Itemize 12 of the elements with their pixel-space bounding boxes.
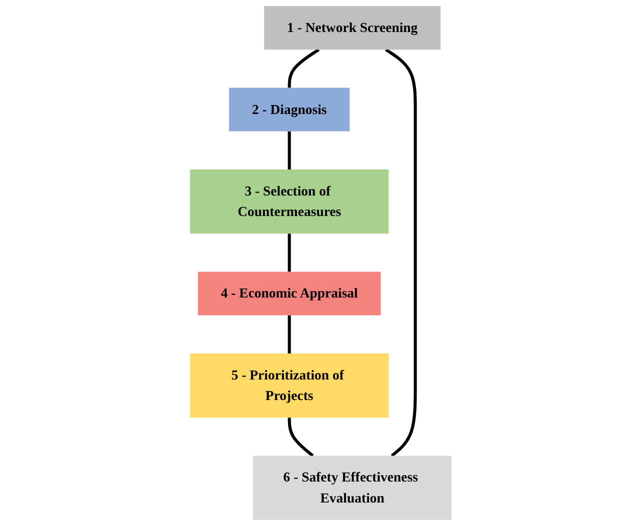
connector — [288, 234, 292, 272]
connector — [288, 48, 320, 88]
connector — [288, 131, 292, 170]
node-box: 4 - Economic Appraisal — [198, 272, 381, 316]
node-box: 1 - Network Screening — [264, 6, 441, 50]
connector — [288, 418, 314, 457]
node-box: 2 - Diagnosis — [229, 88, 350, 132]
connector — [288, 315, 292, 354]
connector — [385, 48, 417, 457]
node-box: 3 - Selection of Countermeasures — [190, 169, 389, 234]
node-box: 5 - Prioritization of Projects — [190, 353, 389, 418]
node-box: 6 - Safety Effectiveness Evaluation — [253, 456, 452, 520]
